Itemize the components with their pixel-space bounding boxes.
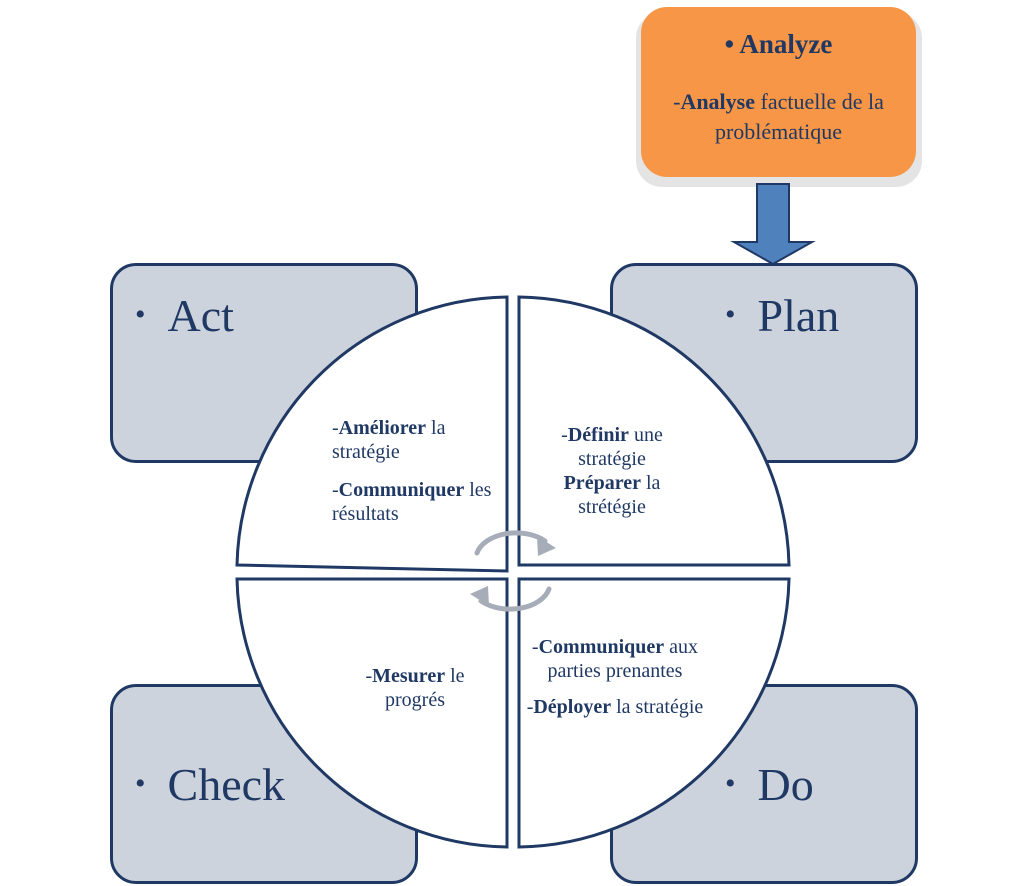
analyze-desc-rest: factuelle de la problématique <box>714 89 884 144</box>
check-label: • Check <box>135 762 285 808</box>
act-line1-rest: la stratégie <box>332 417 446 463</box>
bullet-dot: • <box>725 766 736 800</box>
check-line1-bold: Mesurer <box>372 665 446 687</box>
plan-label-text: Plan <box>757 290 840 341</box>
analyze-title-text: Analyze <box>739 29 833 59</box>
cycle-arrows-icon <box>474 530 552 612</box>
check-line1-rest: le progrés <box>385 665 465 711</box>
plan-label: • Plan <box>725 293 839 339</box>
do-quadrant-text: -Communiquer aux parties prenantes -Dépl… <box>526 636 704 718</box>
do-line1-rest: aux parties prenantes <box>547 636 699 682</box>
analyze-title: • Analyze <box>724 29 833 59</box>
do-label-text: Do <box>757 759 814 810</box>
act-line2-bold: Communiquer <box>338 479 465 501</box>
down-arrow-icon <box>730 183 816 266</box>
act-quadrant-text: -Améliorer la stratégie -Communiquer les… <box>332 417 492 525</box>
plan-line1-rest: une stratégie <box>578 424 663 470</box>
bullet-dot: • <box>725 297 736 331</box>
act-label-text: Act <box>167 290 234 341</box>
analyze-description: -Analyse factuelle de la problématique <box>673 89 884 144</box>
act-line1-bold: Améliorer <box>338 417 427 439</box>
bullet-dot: • <box>135 297 146 331</box>
do-line2-bold: Déployer <box>533 696 612 718</box>
act-line2-rest: les résultats <box>332 479 492 525</box>
check-label-text: Check <box>167 759 286 810</box>
plan-line1-bold: Définir <box>567 424 629 446</box>
do-label: • Do <box>725 762 814 808</box>
quadrant-check <box>235 577 509 849</box>
quadrant-plan <box>517 295 791 567</box>
check-quadrant-text: -Mesurer le progrés <box>365 665 465 711</box>
do-line2-rest: la stratégie <box>611 696 704 718</box>
analyze-box: • Analyze -Analyse factuelle de la probl… <box>641 7 916 177</box>
quadrant-act <box>235 295 509 573</box>
plan-quadrant-text: -Définir une stratégie Préparer la strét… <box>561 424 663 518</box>
do-line1-bold: Communiquer <box>538 636 665 658</box>
bullet-dot: • <box>135 766 146 800</box>
act-label: • Act <box>135 293 234 339</box>
analyze-desc-bold: Analyse <box>680 89 755 114</box>
plan-line2-rest: la strétégie <box>578 472 661 518</box>
plan-line2-bold: Préparer <box>563 472 641 494</box>
quadrant-do <box>517 577 791 849</box>
